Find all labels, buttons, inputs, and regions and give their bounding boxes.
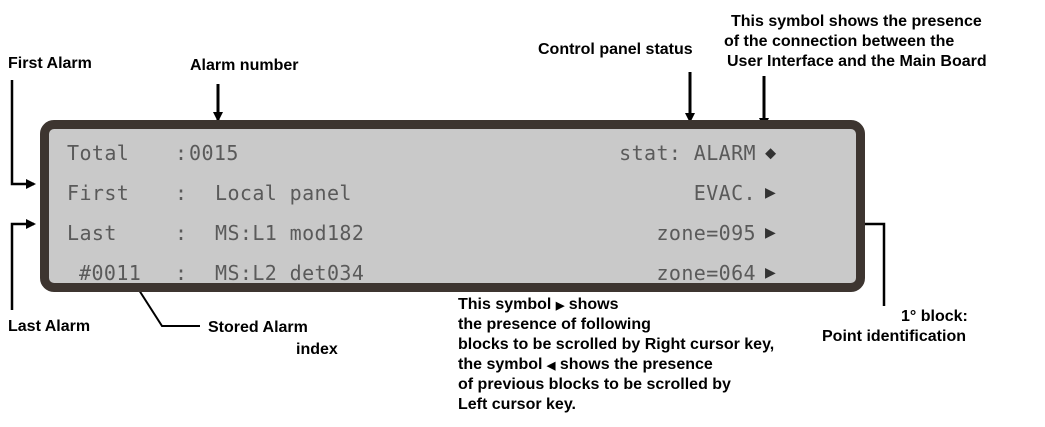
scroll-note-line1-a: This symbol — [458, 296, 552, 313]
scroll-note-line4-a: the symbol — [458, 356, 543, 373]
lcd-row-first-right: EVAC. — [693, 181, 756, 205]
scroll-note-line1: This symbol ▶ shows — [458, 295, 619, 316]
scroll-note-line3: blocks to be scrolled by Right cursor ke… — [458, 336, 775, 353]
lcd-row-stored-sep: : — [175, 261, 188, 285]
block-label-2: Point identification — [822, 328, 966, 345]
alarm-number-label: Alarm number — [190, 57, 299, 74]
scroll-note-line1-b: shows — [568, 296, 619, 313]
control-panel-status-label: Control panel status — [538, 41, 693, 58]
scroll-right-icon: ▶ — [555, 300, 565, 312]
scroll-note-line6: Left cursor key. — [458, 396, 576, 413]
scroll-right-icon: ▶ — [765, 225, 776, 241]
lcd-row-stored-index: #0011 — [79, 261, 142, 285]
lcd-display: Total : 0015 stat: ALARM ⬥ First : Local… — [40, 120, 865, 292]
last-alarm-label: Last Alarm — [8, 318, 91, 335]
lcd-row-last-label: Last — [67, 221, 117, 245]
stored-alarm-leader — [128, 274, 200, 327]
stored-alarm-label-2: index — [296, 341, 338, 358]
lcd-row-first-value: Local panel — [215, 181, 352, 205]
connection-icon: ⬥ — [765, 143, 777, 162]
scroll-left-icon: ◀ — [546, 360, 556, 372]
connection-symbol-label-1: This symbol shows the presence — [731, 13, 982, 30]
scroll-note-line2: the presence of following — [458, 316, 651, 333]
scroll-note-line4-b: shows the presence — [559, 356, 713, 373]
scroll-right-icon: ▶ — [765, 185, 776, 201]
block-label-1: 1° block: — [901, 308, 968, 325]
lcd-row-stored-value: MS:L2 det034 — [215, 261, 365, 285]
connection-symbol-label-2: of the connection between the — [724, 33, 955, 50]
last-alarm-arrow — [10, 219, 36, 310]
lcd-row-total-label: Total — [67, 141, 130, 165]
lcd-row-last-right: zone=095 — [656, 221, 756, 245]
connection-symbol-label-3: User Interface and the Main Board — [727, 53, 987, 70]
scroll-note-line5: of previous blocks to be scrolled by — [458, 376, 731, 393]
lcd-row-total-value: 0015 — [189, 141, 239, 165]
lcd-row-last-value: MS:L1 mod182 — [215, 221, 365, 245]
stored-alarm-label-1: Stored Alarm — [208, 319, 308, 336]
scroll-note-line4: the symbol ◀ shows the presence — [458, 355, 713, 376]
lcd-row-total-sep: : — [175, 141, 188, 165]
lcd-row-last-sep: : — [175, 221, 188, 245]
first-alarm-label: First Alarm — [8, 55, 92, 72]
lcd-row-first-sep: : — [175, 181, 188, 205]
lcd-row-stored-right: zone=064 — [656, 261, 756, 285]
scroll-right-icon: ▶ — [765, 265, 776, 281]
lcd-row-first-label: First — [67, 181, 130, 205]
first-alarm-arrow — [10, 80, 36, 189]
lcd-row-total-status: stat: ALARM — [619, 141, 756, 165]
